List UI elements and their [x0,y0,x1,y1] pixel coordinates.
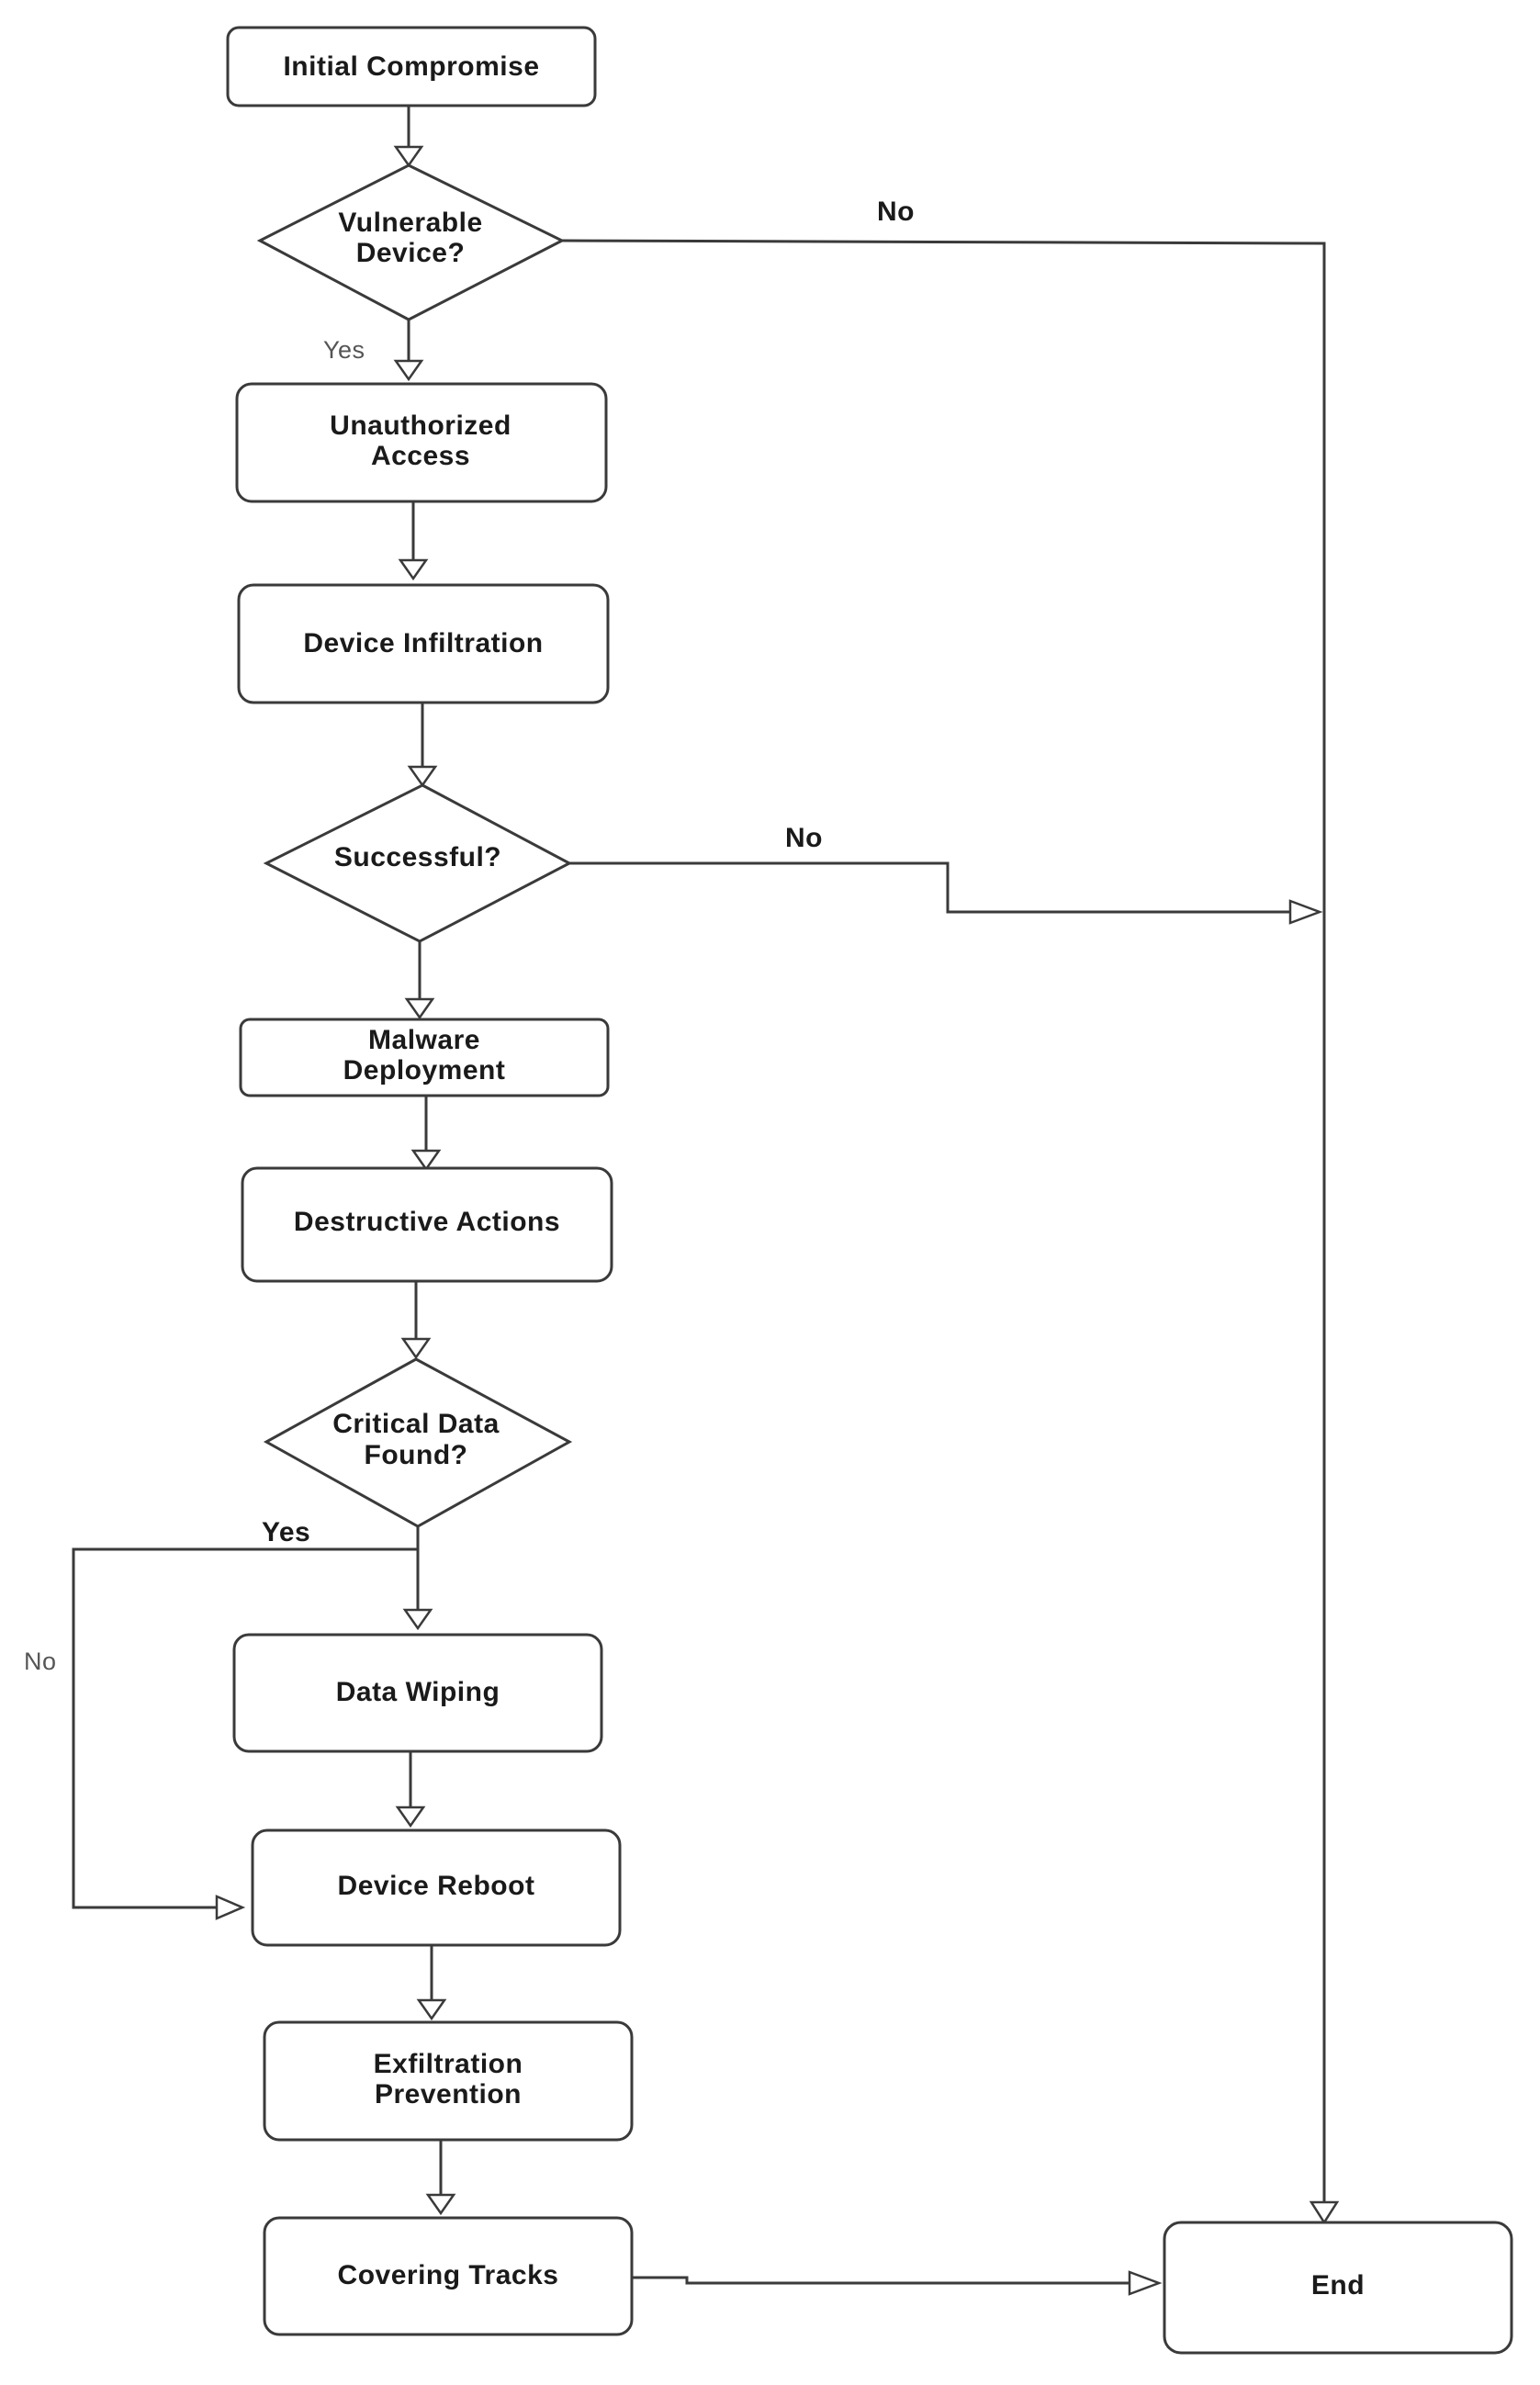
node-data-wiping: Data Wiping [232,1633,603,1753]
node-label: End [1311,2270,1365,2301]
label-vulnerable-yes: Yes [323,336,365,364]
node-label-line1: Vulnerable [338,208,482,238]
node-device-reboot: Device Reboot [251,1828,622,1947]
node-exfiltration-prevention: Exfiltration Prevention [263,2020,634,2142]
decision-vulnerable-device: Vulnerable Device? [256,163,566,321]
node-label: Destructive Actions [294,1207,560,1237]
edges [72,106,1340,2296]
node-label: Covering Tracks [338,2260,559,2290]
edge-covering-to-end [632,2276,1131,2285]
node-initial-compromise: Initial Compromise [226,26,597,107]
node-label: Data Wiping [336,1677,500,1707]
node-label: Initial Compromise [283,51,539,82]
edge-critical-no [72,1547,418,1909]
label-critical-yes: Yes [262,1517,310,1547]
edge-successful-no [569,861,1292,914]
arrowhead [395,1806,426,1828]
arrowhead [1128,2270,1163,2296]
arrowhead [416,1998,447,2021]
label-critical-no: No [24,1648,57,1675]
arrowhead [393,145,424,168]
arrowhead [393,359,424,382]
decision-critical-data-found: Critical Data Found? [263,1357,573,1528]
node-unauthorized-access: Unauthorized Access [235,382,608,503]
node-label-line1: Unauthorized [330,411,511,441]
decision-successful: Successful? [263,783,573,943]
node-device-infiltration: Device Infiltration [237,583,610,704]
node-label: Successful? [334,842,501,872]
node-covering-tracks: Covering Tracks [263,2216,634,2336]
label-vulnerable-no: No [877,197,915,227]
node-label: Device Reboot [338,1871,535,1901]
node-label-line2: Found? [365,1440,468,1470]
arrowhead [1309,2200,1340,2225]
node-label-line2: Device? [356,238,466,268]
node-destructive-actions: Destructive Actions [241,1166,613,1283]
arrowhead [425,2193,456,2216]
node-label-line2: Access [371,441,470,471]
arrowhead [402,1608,433,1631]
node-label-line2: Deployment [343,1055,506,1086]
node-label-line1: Exfiltration [374,2049,523,2079]
arrowhead [410,1149,442,1172]
node-label-line1: Critical Data [332,1409,500,1439]
node-malware-deployment: Malware Deployment [239,1018,610,1097]
node-end: End [1163,2221,1513,2355]
node-label-line2: Prevention [375,2079,522,2109]
arrowhead [1288,899,1323,925]
arrowhead [215,1895,246,1920]
label-successful-no: No [785,823,823,853]
node-label: Device Infiltration [303,628,543,658]
edge-vulnerable-no [561,239,1326,2204]
arrowhead [398,558,429,581]
arrowhead [400,1337,432,1360]
arrowhead [407,765,438,788]
node-label-line1: Malware [368,1025,480,1055]
edge-labels: Yes No No Yes No [24,197,915,1675]
arrowhead [404,997,435,1020]
